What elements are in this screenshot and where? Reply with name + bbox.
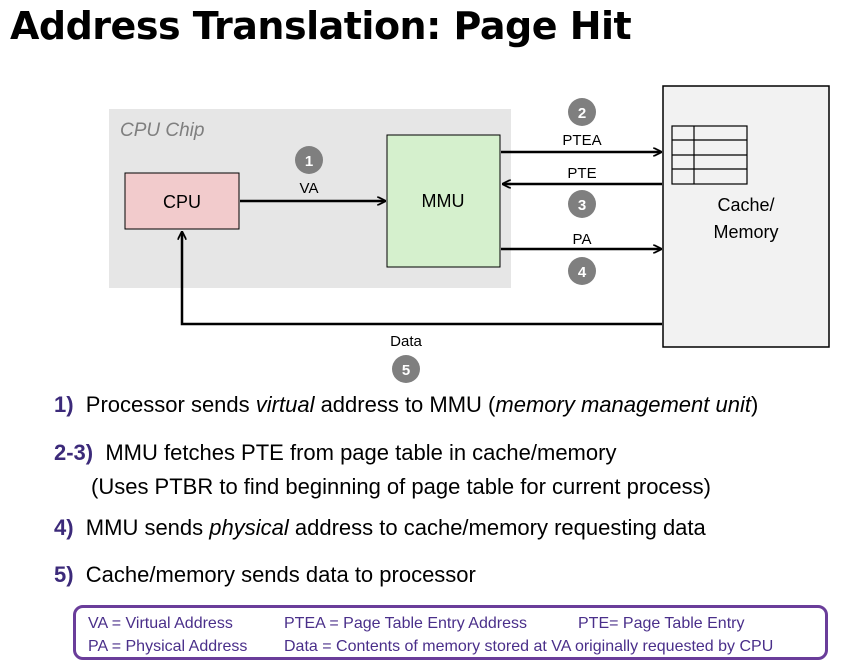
legend-va: VA = Virtual Address xyxy=(88,615,233,632)
label-pa: PA xyxy=(573,231,592,248)
svg-text:1: 1 xyxy=(305,153,313,170)
legend-data: Data = Contents of memory stored at VA o… xyxy=(284,638,774,655)
step-badge-4: 4 xyxy=(568,257,596,285)
cpu-box xyxy=(124,172,240,230)
step-number: 1) xyxy=(54,392,74,417)
label-pte: PTE xyxy=(567,165,596,182)
step-number: 4) xyxy=(54,515,74,540)
svg-text:2: 2 xyxy=(578,105,586,122)
memory-box xyxy=(662,85,830,348)
legend-box: VA = Virtual Address PTEA = Page Table E… xyxy=(73,605,828,660)
mmu-label: MMU xyxy=(422,191,465,211)
legend-ptea: PTEA = Page Table Entry Address xyxy=(284,615,527,632)
mmu-box xyxy=(386,134,501,268)
svg-text:5: 5 xyxy=(402,362,410,379)
cpu-label: CPU xyxy=(163,192,201,212)
cpu-chip-label: CPU Chip xyxy=(120,120,204,141)
step-5: 5) Cache/memory sends data to processor xyxy=(54,562,476,587)
page-title: Address Translation: Page Hit xyxy=(10,4,632,48)
label-ptea: PTEA xyxy=(562,132,601,149)
step-number: 2-3) xyxy=(54,440,94,465)
step-2-3-note: (Uses PTBR to find beginning of page tab… xyxy=(91,474,711,499)
legend-pa: PA = Physical Address xyxy=(88,638,248,655)
label-va: VA xyxy=(300,180,319,197)
memory-label-line2: Memory xyxy=(713,222,778,242)
arrow-data xyxy=(182,232,662,326)
memory-label-line1: Cache/ xyxy=(717,195,774,215)
step-badge-1: 1 xyxy=(295,146,323,174)
label-data: Data xyxy=(390,333,422,350)
step-4: 4) MMU sends physical address to cache/m… xyxy=(54,515,706,540)
step-number: 5) xyxy=(54,562,74,587)
step-2-3: 2-3) MMU fetches PTE from page table in … xyxy=(54,440,617,465)
step-badge-2: 2 xyxy=(568,98,596,126)
svg-text:3: 3 xyxy=(578,197,586,214)
step-badge-3: 3 xyxy=(568,190,596,218)
page-hit-diagram: CPU Chip CPU MMU Cache/ Memory VA PTEA P… xyxy=(109,85,830,383)
step-badge-5: 5 xyxy=(392,355,420,383)
step-1: 1) Processor sends virtual address to MM… xyxy=(54,392,759,417)
page-table-icon xyxy=(671,125,748,185)
legend-pte: PTE= Page Table Entry xyxy=(578,615,745,632)
svg-text:4: 4 xyxy=(578,264,587,281)
